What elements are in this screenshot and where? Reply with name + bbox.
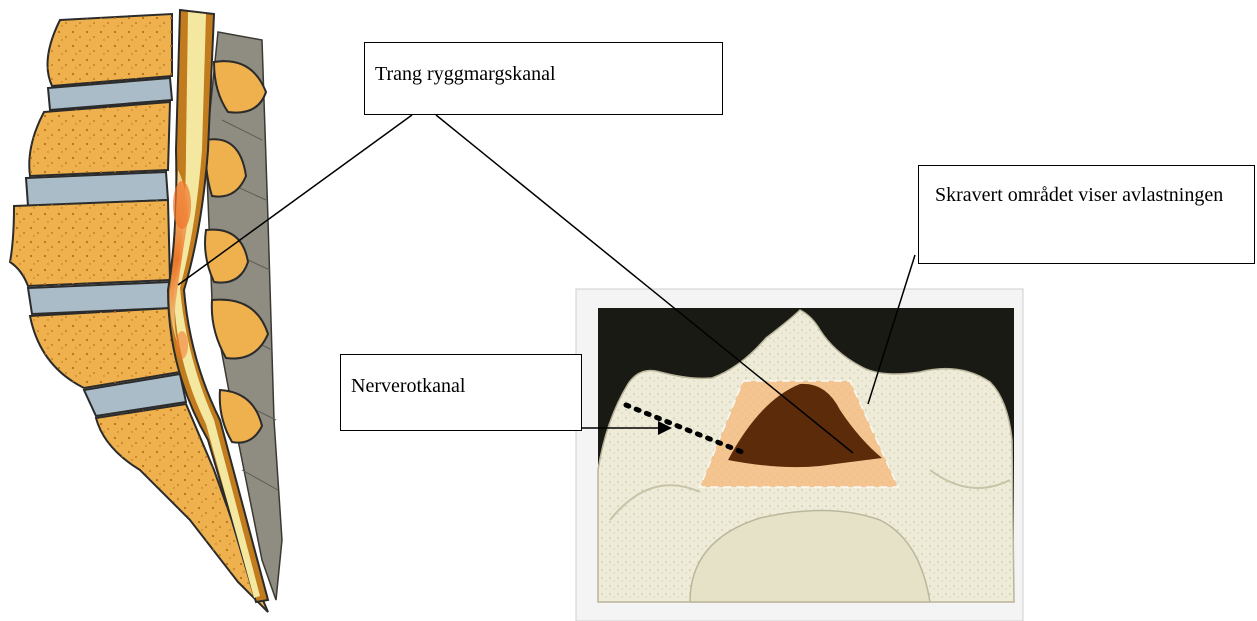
label-trang-ryggmargskanal: Trang ryggmargskanal [364,42,723,115]
vertebra-photo-panel [576,289,1023,621]
label-nerverotkanal: Nerverotkanal [340,354,582,431]
label-skravert-omradet: Skravert området viser avlastningen [918,165,1255,264]
label-skravert-text: Skravert området viser avlastningen [935,184,1223,206]
label-nerverot-text: Nerverotkanal [351,375,465,397]
lumbar-spine-illustration [10,10,282,612]
label-trang-text: Trang ryggmargskanal [375,63,556,85]
